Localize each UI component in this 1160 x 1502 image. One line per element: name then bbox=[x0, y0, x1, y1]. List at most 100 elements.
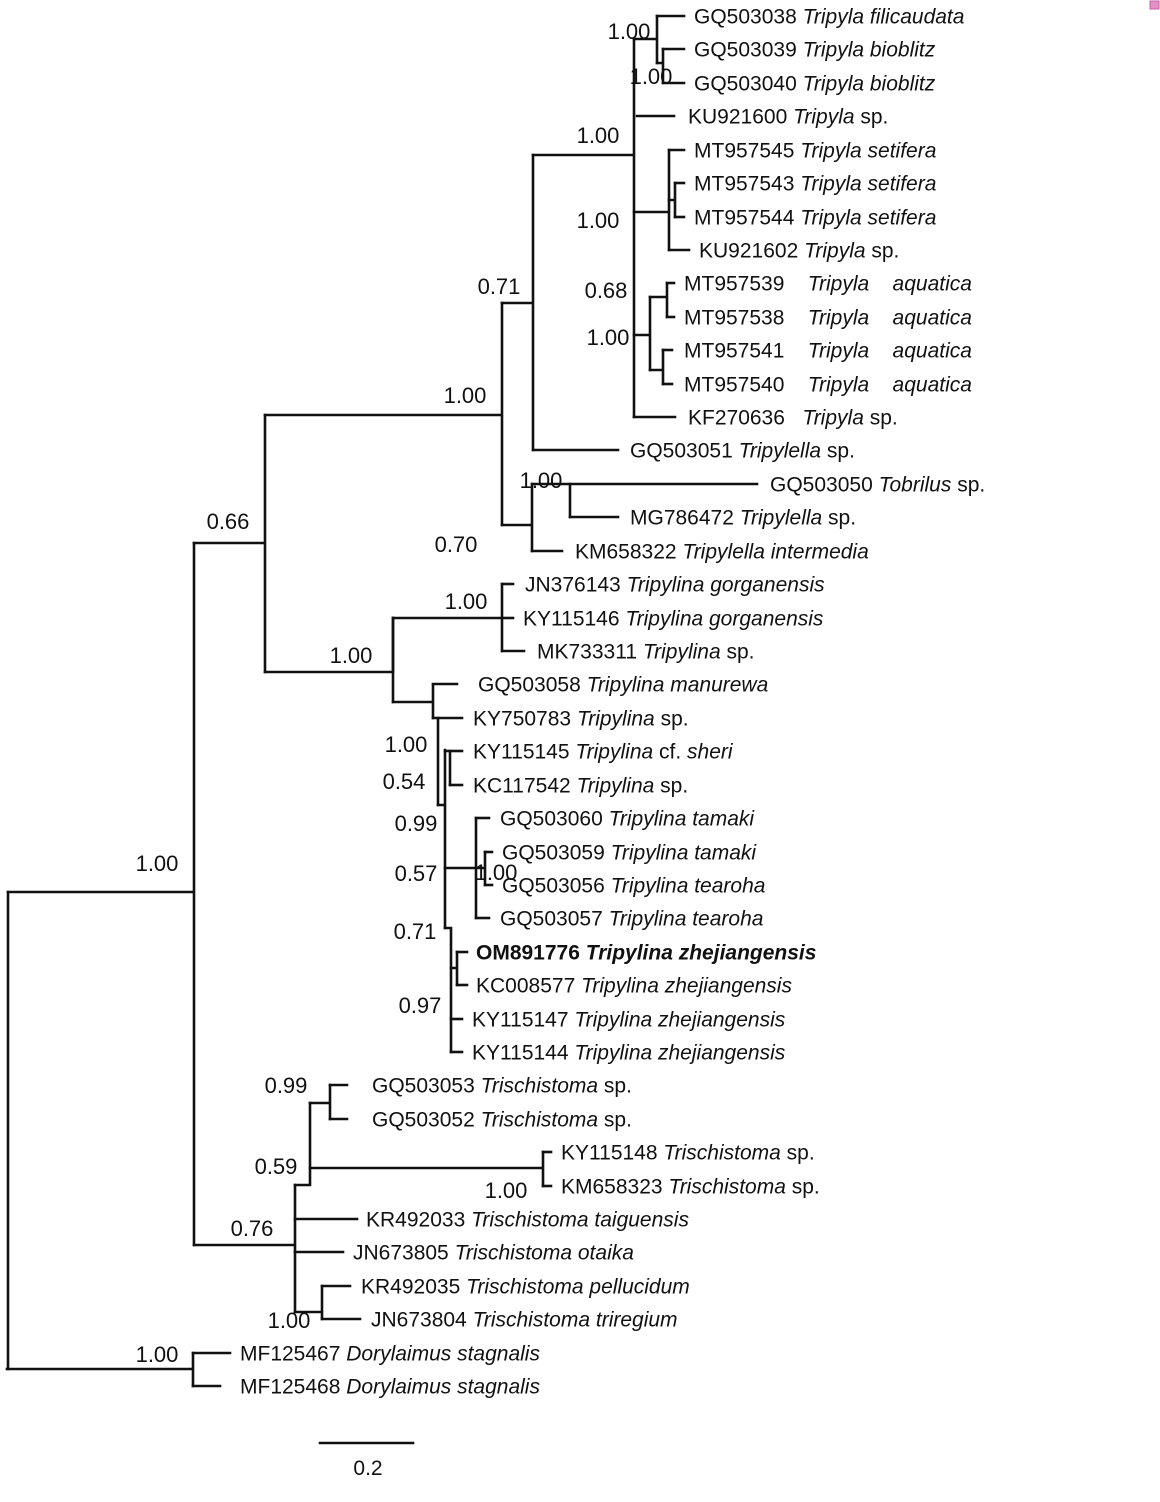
taxon-label: GQ503039 Tripyla bioblitz bbox=[694, 39, 936, 62]
support-value-trisch-cherry-a: 0.99 bbox=[265, 1073, 308, 1098]
taxon-accession: GQ503039 bbox=[694, 39, 803, 62]
branch-filicaudata-grp bbox=[632, 14, 659, 65]
taxon-name-italic: Trischistoma bbox=[663, 1142, 780, 1165]
taxon-accession: MF125467 bbox=[240, 1343, 346, 1366]
taxon-name-italic: aquatica bbox=[893, 340, 972, 363]
taxon-accession: KM658322 bbox=[575, 541, 682, 564]
taxon-accession bbox=[869, 273, 892, 296]
taxon-label: GQ503038 Tripyla filicaudata bbox=[694, 6, 964, 29]
taxon-accession: sp. bbox=[864, 407, 898, 430]
branch-tamaki-inner bbox=[474, 850, 487, 887]
taxon-name-italic: Tripylina bbox=[575, 741, 653, 764]
support-value-filicaudata-grp: 1.00 bbox=[608, 19, 651, 44]
branch-setifera-pair bbox=[667, 181, 677, 219]
support-value-tobrilus-pair: 1.00 bbox=[520, 468, 563, 493]
taxon-name-italic: Tripylina zhejiangensis bbox=[574, 1042, 785, 1065]
taxon-name-italic: Tripylina bbox=[577, 775, 655, 798]
taxon-name-italic: Trischistoma triregium bbox=[473, 1309, 678, 1332]
taxon-label: KY750783 Tripylina sp. bbox=[473, 708, 689, 731]
taxon-accession: MT957543 bbox=[694, 173, 800, 196]
taxon-name-italic: Tripylella bbox=[739, 440, 821, 463]
taxon-label: MK733311 Tripylina sp. bbox=[537, 641, 755, 664]
taxon-label: MT957545 Tripyla setifera bbox=[694, 140, 936, 163]
taxon-label: GQ503040 Tripyla bioblitz bbox=[694, 73, 936, 96]
taxon-label: MG786472 Tripylella sp. bbox=[630, 507, 856, 530]
taxon-label: KY115147 Tripylina zhejiangensis bbox=[472, 1009, 786, 1032]
taxon-accession: MT957538 bbox=[684, 307, 808, 330]
taxon-name-italic: Tripylina bbox=[577, 708, 655, 731]
taxon-label: KC008577 Tripylina zhejiangensis bbox=[476, 975, 792, 998]
taxon-name-italic: Tripylella bbox=[740, 507, 822, 530]
support-value-trisch-upper: 0.59 bbox=[255, 1154, 298, 1179]
taxon-name-italic: Tripyla bioblitz bbox=[803, 39, 936, 62]
taxon-label: OM891776 Tripylina zhejiangensis bbox=[476, 942, 816, 965]
taxon-name-italic: Tripyla bbox=[804, 240, 865, 263]
taxon-name-italic: Tripyla bbox=[808, 340, 869, 363]
branch-tripyla-core bbox=[531, 37, 636, 419]
taxon-accession: GQ503052 bbox=[372, 1109, 481, 1132]
taxon-accession: KC117542 bbox=[473, 775, 577, 798]
taxon-accession: sp. bbox=[655, 708, 689, 731]
taxon-accession: GQ503040 bbox=[694, 73, 803, 96]
taxon-accession: MG786472 bbox=[630, 507, 740, 530]
taxon-accession: OM891776 bbox=[476, 942, 586, 965]
support-value-trischistoma: 0.76 bbox=[231, 1216, 274, 1241]
taxon-label: KY115145 Tripylina cf. sheri bbox=[473, 741, 734, 764]
taxon-name-italic: Tripylina zhejiangensis bbox=[581, 975, 792, 998]
branch-dorylaimus-pair bbox=[5, 1351, 195, 1388]
taxon-label: KF270636 Tripyla sp. bbox=[688, 407, 898, 430]
taxon-name-italic: Tripyla bioblitz bbox=[803, 73, 936, 96]
support-value-setifera-grp: 1.00 bbox=[577, 208, 620, 233]
support-value-ky750783-split: 0.54 bbox=[383, 769, 426, 794]
support-value-gorganensis-grp: 1.00 bbox=[445, 589, 488, 614]
branch-zhejiangensis bbox=[443, 926, 453, 1054]
branch-tobrilus-pair bbox=[530, 482, 572, 519]
taxon-name-italic: sheri bbox=[687, 741, 734, 764]
taxon-name-italic: Trischistoma pellucidum bbox=[466, 1276, 690, 1299]
taxon-accession: JN673804 bbox=[371, 1309, 473, 1332]
support-value-tripyla-plus: 0.71 bbox=[478, 274, 521, 299]
taxon-accession: KC008577 bbox=[476, 975, 581, 998]
taxon-accession: sp. bbox=[598, 1109, 632, 1132]
support-value-tripyla-tobrilus: 1.00 bbox=[444, 383, 487, 408]
taxon-accession: cf. bbox=[653, 741, 687, 764]
taxon-name-italic: Dorylaimus stagnalis bbox=[346, 1343, 540, 1366]
taxon-name-italic: Tripyla bbox=[808, 307, 869, 330]
branch-tamaki-tearoha bbox=[443, 816, 478, 920]
taxon-accession: JN673805 bbox=[353, 1242, 455, 1265]
taxon-name-italic: Tripyla bbox=[808, 273, 869, 296]
taxon-accession: sp. bbox=[598, 1075, 632, 1098]
taxon-accession: GQ503050 bbox=[770, 474, 879, 497]
taxon-label: MT957540 Tripyla aquatica bbox=[684, 374, 972, 397]
taxon-label: GQ503051 Tripylella sp. bbox=[630, 440, 855, 463]
taxon-label: GQ503052 Trischistoma sp. bbox=[372, 1109, 632, 1132]
taxon-accession: GQ503057 bbox=[500, 908, 609, 931]
taxon-label: KU921600 Tripyla sp. bbox=[688, 106, 888, 129]
taxon-accession: KY115145 bbox=[473, 741, 575, 764]
support-value-aquatica-grp: 1.00 bbox=[587, 325, 630, 350]
taxon-accession: KY115144 bbox=[472, 1042, 574, 1065]
taxon-name-italic: Tripyla filicaudata bbox=[803, 6, 965, 29]
taxon-name-italic: Trischistoma otaika bbox=[455, 1242, 634, 1265]
taxon-name-italic: Tripyla bbox=[808, 374, 869, 397]
taxon-accession bbox=[869, 340, 892, 363]
taxon-name-italic: aquatica bbox=[893, 374, 972, 397]
branch-tripyloidea bbox=[192, 413, 267, 674]
scale-bar-label: 0.2 bbox=[353, 1457, 382, 1480]
support-value-core-tripylina: 0.99 bbox=[395, 811, 438, 836]
taxon-label: MT957544 Tripyla setifera bbox=[694, 207, 936, 230]
support-value-trisch-cherry-b: 1.00 bbox=[485, 1178, 528, 1203]
taxon-label: KY115144 Tripylina zhejiangensis bbox=[472, 1042, 786, 1065]
taxon-accession: KU921600 bbox=[688, 106, 793, 129]
taxon-label: JN376143 Tripylina gorganensis bbox=[525, 574, 825, 597]
taxon-accession: KR492035 bbox=[361, 1276, 466, 1299]
support-value-manurewa-split: 1.00 bbox=[385, 732, 428, 757]
support-value-tobrilus-out: 0.70 bbox=[435, 532, 478, 557]
taxon-accession: MT957539 bbox=[684, 273, 808, 296]
support-value-pellucidum-pair: 1.00 bbox=[268, 1308, 311, 1333]
support-value-bioblitz-pair: 1.00 bbox=[630, 64, 673, 89]
taxon-label: GQ503060 Tripylina tamaki bbox=[500, 808, 755, 831]
taxon-accession: sp. bbox=[855, 106, 889, 129]
taxon-name-italic: Tripylina tamaki bbox=[609, 808, 756, 831]
